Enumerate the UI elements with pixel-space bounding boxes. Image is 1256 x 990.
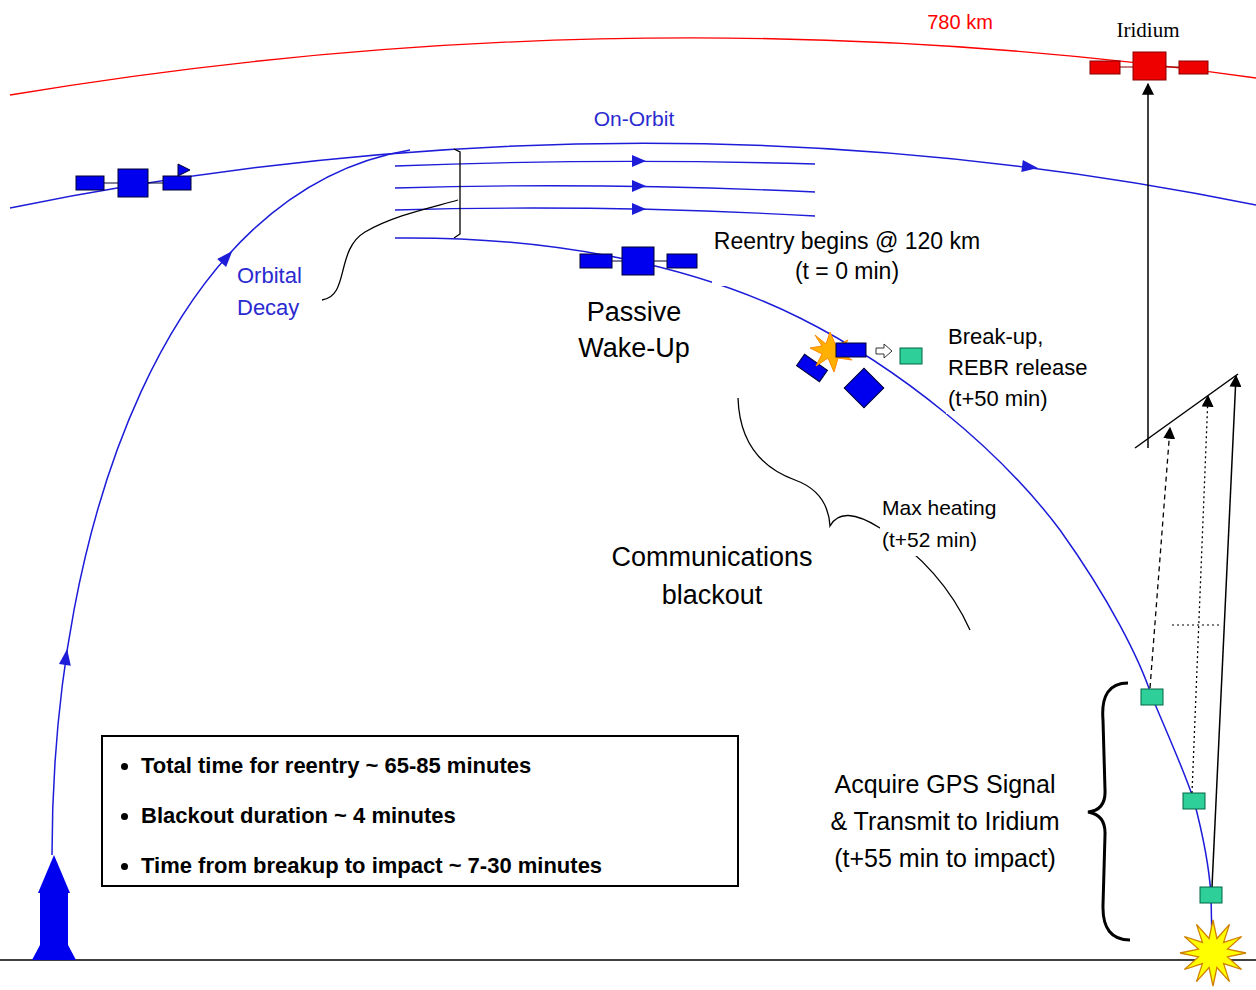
satellite [667, 254, 697, 268]
blackout-label: Communications blackout [609, 538, 814, 614]
uplink-dotted [1172, 624, 1220, 625]
wakeup-label: Passive Wake-Up [576, 294, 692, 366]
decay-arrow [632, 155, 646, 167]
iridium-satellite [1090, 52, 1208, 80]
iridium-satellite [1166, 67, 1179, 68]
uplink-arrow [1192, 396, 1208, 793]
uplink-arrow [1147, 84, 1149, 448]
breakup-debris [844, 368, 884, 408]
rocket [32, 945, 76, 960]
satellite-name: Iridium [1115, 18, 1182, 42]
breakup-debris [797, 332, 922, 408]
decay-bracket [454, 149, 460, 238]
ascent-arrow [59, 648, 73, 666]
rocket [40, 893, 68, 945]
uplink-arrow [1212, 376, 1236, 887]
satellite [622, 247, 654, 275]
rocket [38, 855, 70, 893]
iridium-satellite [1179, 61, 1208, 74]
decay-line [395, 161, 815, 166]
satellite [76, 164, 191, 197]
satellite [178, 164, 190, 176]
summary-box: Total time for reentry ~ 65-85 minutesBl… [101, 735, 739, 887]
decay-leader [322, 200, 458, 300]
ascent-arrow [217, 247, 237, 267]
rebr-capsule [1183, 793, 1205, 809]
ground-line [0, 959, 1256, 961]
satellite [163, 176, 191, 190]
breakup-note: Break-up, REBR release (t+50 min) [946, 321, 1089, 414]
heating-note: Max heating (t+52 min) [880, 492, 998, 556]
altitude-label: 780 km [925, 10, 995, 34]
decay-label: Orbital Decay [235, 260, 304, 324]
satellite [654, 261, 667, 262]
breakup-debris [876, 344, 892, 358]
satellite [76, 176, 104, 190]
satellite [148, 183, 163, 184]
decay-line [395, 186, 815, 192]
bullet-item: Time from breakup to impact ~ 7-30 minut… [119, 852, 713, 880]
rebr-capsule [1141, 689, 1163, 705]
breakup-debris [836, 343, 866, 357]
gps-brace [1088, 683, 1130, 940]
satellite [104, 183, 118, 184]
bullet-item: Blackout duration ~ 4 minutes [119, 802, 713, 830]
iridium-satellite [1120, 67, 1133, 68]
orbit-label: On-Orbit [592, 107, 677, 131]
orbit-arrow [1021, 160, 1038, 174]
satellite [118, 169, 148, 197]
uplink-arrow [1150, 428, 1170, 688]
iridium-orbit [10, 38, 1256, 95]
bullet-item: Total time for reentry ~ 65-85 minutes [119, 752, 713, 780]
satellite [612, 261, 622, 262]
on-orbit-path [10, 143, 1256, 208]
rebr-capsule [1200, 887, 1222, 903]
satellite [580, 254, 612, 268]
decay-line [395, 208, 815, 216]
bullet-list: Total time for reentry ~ 65-85 minutesBl… [119, 752, 713, 880]
iridium-satellite [1090, 61, 1120, 74]
impact-starburst [1180, 920, 1246, 986]
iridium-satellite [1133, 52, 1166, 80]
rebr-capsule [1141, 689, 1222, 903]
uplink-envelope [1135, 374, 1238, 448]
decay-arrow [632, 203, 646, 215]
satellite [580, 247, 697, 275]
rocket [32, 855, 76, 960]
gps-note: Acquire GPS Signal & Transmit to Iridium… [828, 766, 1061, 877]
decay-arrow [632, 180, 646, 192]
reentry-note: Reentry begins @ 120 km (t = 0 min) [712, 226, 982, 286]
breakup-debris [900, 348, 922, 364]
